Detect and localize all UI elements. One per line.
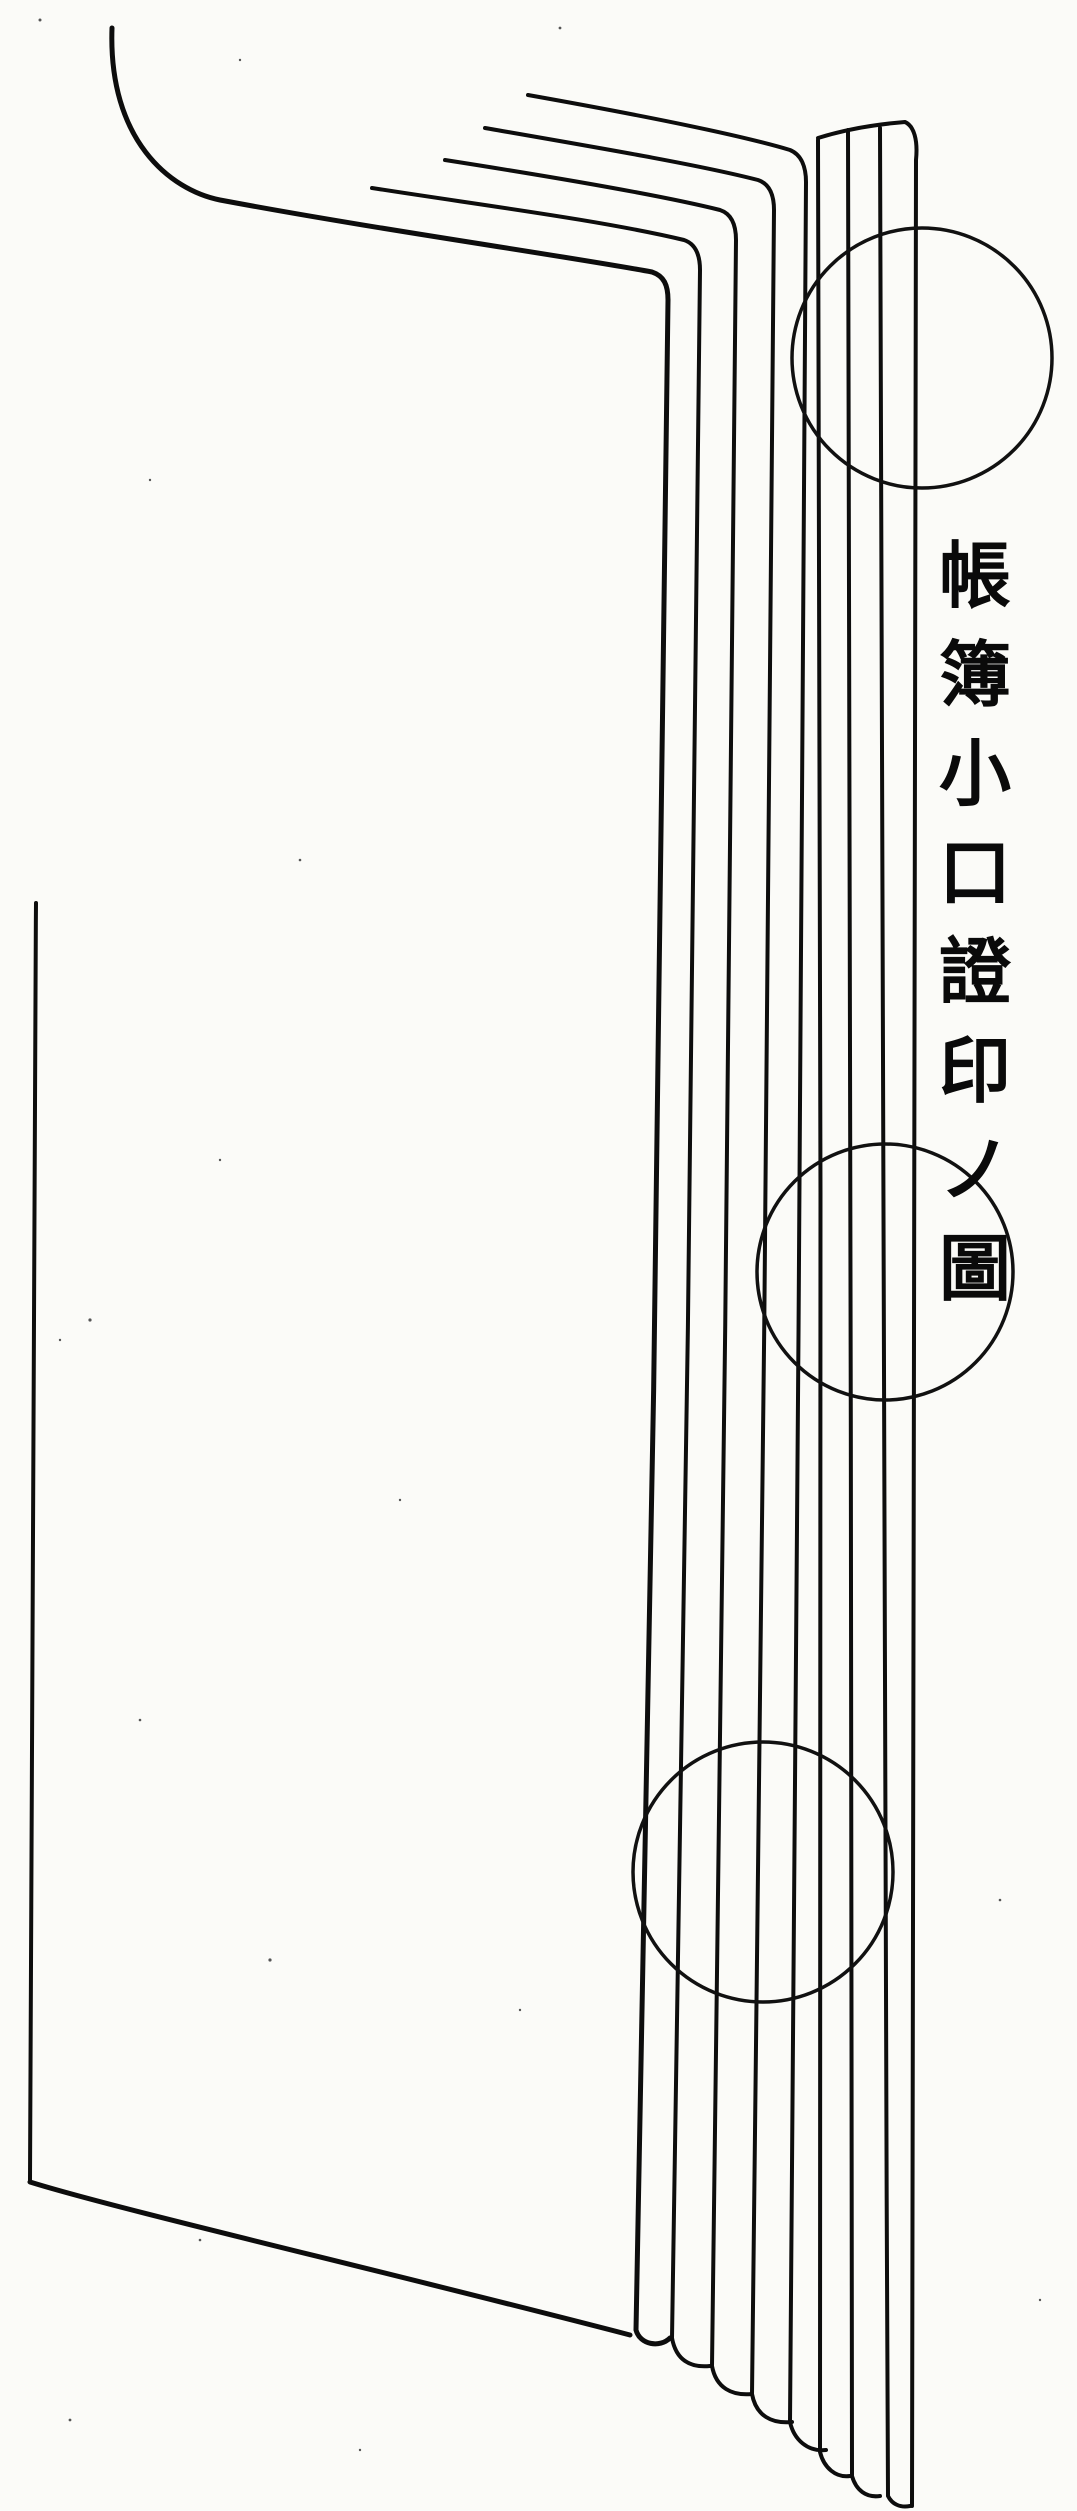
- cover-fore-edge: [633, 297, 673, 2347]
- page-edge-2: [443, 158, 754, 2397]
- seal-impression-top: [790, 226, 1054, 490]
- seal-impression-middle: [755, 1142, 1015, 1402]
- paper-specks: [38, 18, 1042, 2452]
- page-edge-7: [878, 126, 912, 2509]
- caption-character: 帳: [938, 533, 1011, 618]
- caption-character: ノ: [938, 1127, 1011, 1212]
- page-edge-5: [816, 138, 852, 2479]
- figure-caption: 帳簿小口證印ノ圖: [935, 540, 1015, 1332]
- seal-impression-bottom: [631, 1740, 895, 2004]
- bottom-cover-edge: [27, 2179, 633, 2338]
- caption-character: 證: [938, 929, 1011, 1014]
- page-edge-6: [846, 128, 882, 2499]
- page-edge-4: [526, 93, 828, 2453]
- caption-character: 簿: [938, 632, 1011, 717]
- page-edge-1: [370, 186, 712, 2369]
- page-edge-3: [483, 126, 794, 2425]
- caption-character: 印: [938, 1028, 1011, 1113]
- top-cover-edge: [109, 25, 671, 303]
- caption-character: 圖: [938, 1226, 1011, 1311]
- caption-character: 口: [938, 830, 1011, 915]
- caption-character: 小: [938, 731, 1011, 816]
- back-cover-edge: [816, 120, 919, 2508]
- left-page-edge: [28, 901, 38, 2182]
